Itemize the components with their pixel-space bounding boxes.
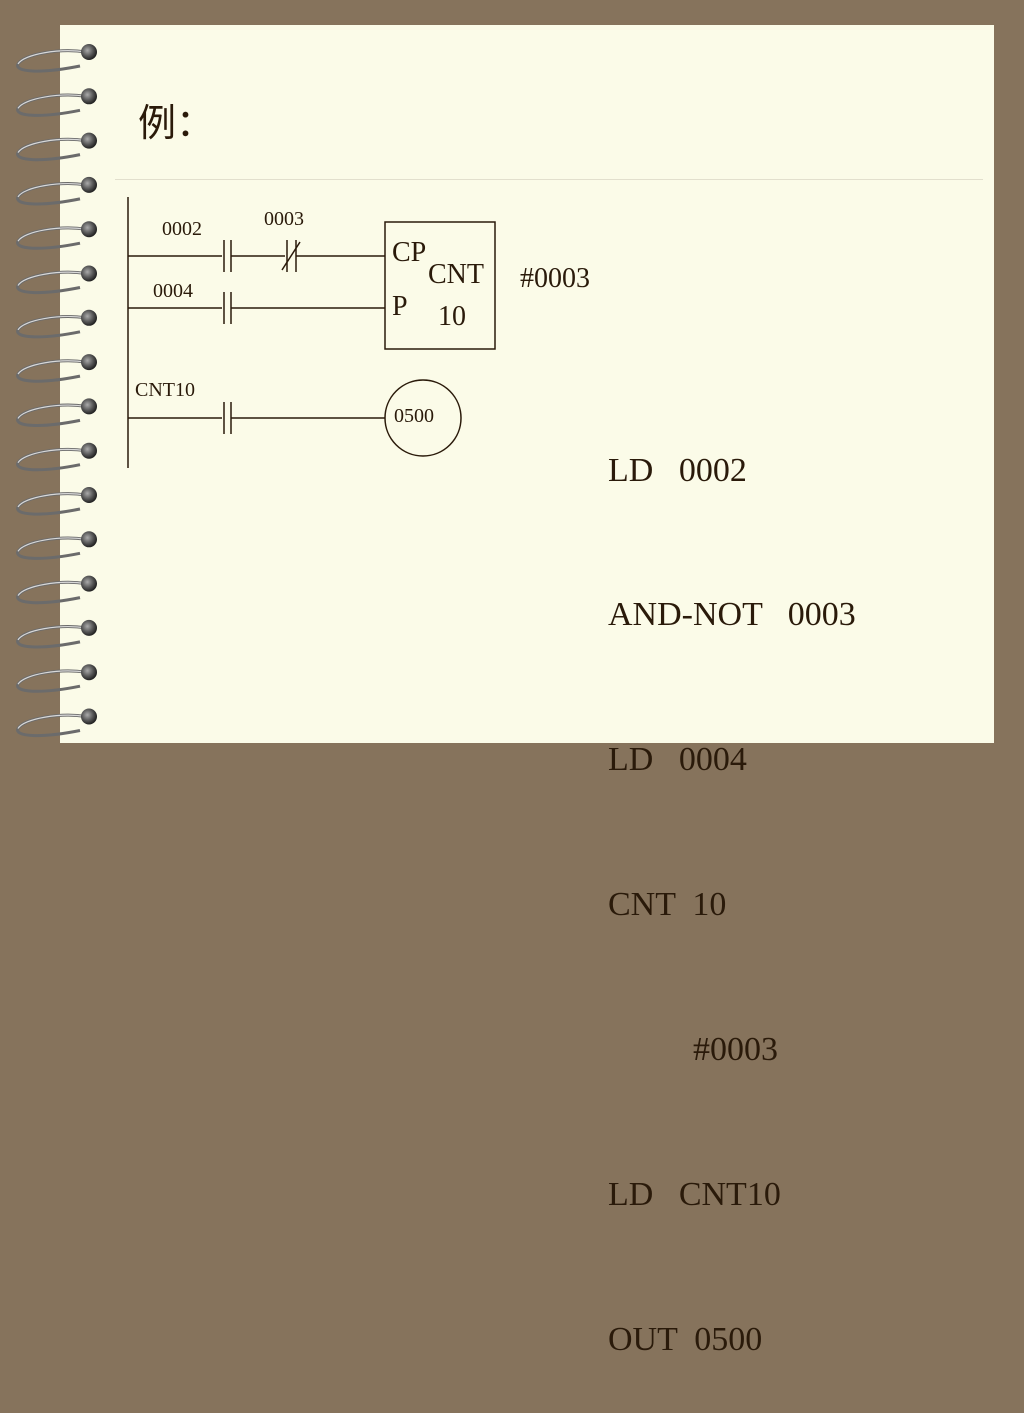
spiral-ring-highlight	[17, 670, 87, 685]
binding-hole	[81, 442, 97, 459]
counter-name-label: CNT	[428, 259, 484, 290]
spiral-ring-highlight	[17, 50, 87, 65]
binding-hole	[81, 265, 97, 282]
counter-p-label: P	[392, 291, 408, 322]
contact-0002-label: 0002	[162, 218, 202, 240]
slide-title: 例：	[138, 103, 215, 145]
spiral-ring-highlight	[17, 448, 87, 464]
binding-hole	[81, 309, 97, 326]
instruction-list: LD 0002 AND-NOT 0003 LD 0004 CNT 10 #000…	[608, 350, 856, 1413]
binding-hole	[81, 619, 97, 636]
binding-hole	[81, 708, 97, 725]
instruction-line: AND-NOT 0003	[608, 596, 856, 634]
spiral-ring-highlight	[17, 404, 87, 419]
output-coil	[384, 379, 462, 457]
spiral-ring-highlight	[17, 315, 87, 331]
binding-hole	[81, 44, 97, 60]
instruction-line: CNT 10	[608, 886, 727, 924]
spiral-ring-highlight	[17, 183, 87, 198]
spiral-ring-highlight	[17, 714, 87, 729]
counter-box	[384, 221, 496, 350]
instruction-line: #0003	[608, 1031, 778, 1069]
binding-hole	[81, 398, 97, 415]
spiral-binding	[16, 44, 97, 738]
spiral-ring-highlight	[17, 537, 87, 552]
ladder-diagram	[127, 197, 496, 468]
binding-hole	[81, 575, 97, 592]
binding-hole	[81, 354, 97, 371]
spiral-ring-highlight	[17, 493, 87, 508]
contact-0003-slash	[281, 241, 301, 271]
binding-hole	[81, 664, 97, 681]
spiral-ring-highlight	[17, 360, 87, 375]
instruction-line: LD 0004	[608, 741, 747, 779]
spiral-ring-highlight	[17, 94, 87, 109]
slide-page	[60, 25, 994, 743]
contact-0003-label: 0003	[264, 208, 304, 230]
instruction-line: OUT 0500	[608, 1320, 763, 1358]
binding-hole	[81, 221, 97, 238]
contact-0004-label: 0004	[153, 280, 193, 302]
binding-hole	[81, 132, 97, 149]
spiral-ring-highlight	[17, 626, 87, 641]
counter-preset-label: #0003	[520, 263, 590, 294]
spiral-ring-highlight	[17, 581, 87, 596]
binding-hole	[81, 88, 97, 105]
spiral-ring-highlight	[17, 271, 87, 286]
binding-hole	[81, 176, 97, 193]
binding-hole	[81, 531, 97, 548]
instruction-line: LD CNT10	[608, 1176, 781, 1214]
counter-cp-label: CP	[392, 237, 427, 268]
spiral-ring-highlight	[17, 227, 87, 242]
instruction-line: LD 0002	[608, 451, 747, 489]
output-coil-label: 0500	[394, 405, 434, 427]
title-divider	[115, 179, 983, 180]
counter-number-label: 10	[438, 301, 466, 332]
contact-cnt10-label: CNT10	[135, 379, 195, 401]
binding-hole	[81, 487, 97, 503]
spiral-ring-highlight	[17, 138, 87, 153]
